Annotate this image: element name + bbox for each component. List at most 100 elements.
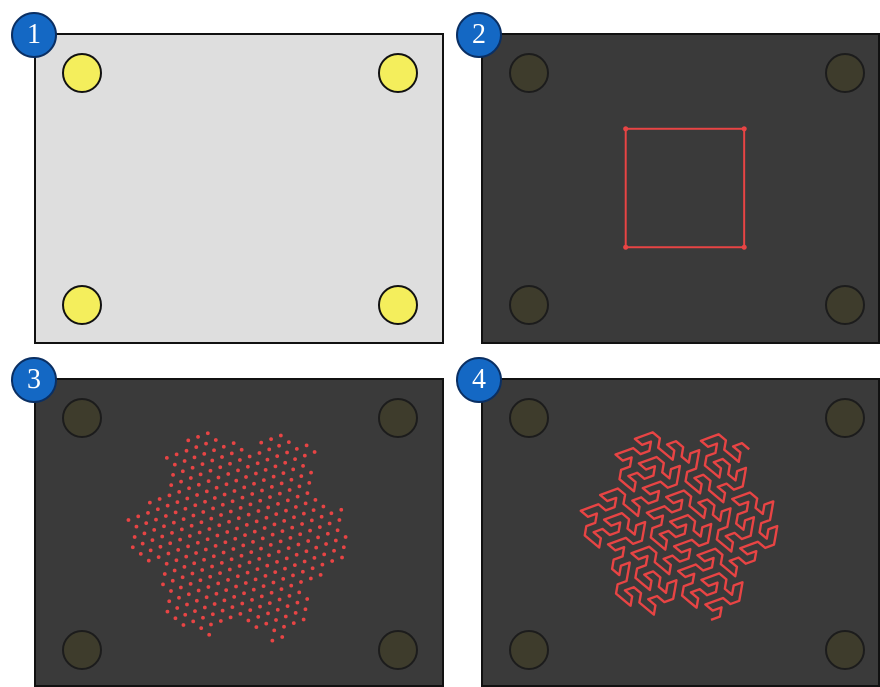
- path-dot: [195, 493, 199, 497]
- path-dot: [178, 538, 182, 542]
- path-dot: [164, 514, 168, 518]
- path-dot: [229, 510, 233, 514]
- path-dot: [212, 554, 216, 558]
- path-dot: [277, 444, 281, 448]
- path-dot: [288, 594, 292, 598]
- path-dot: [225, 530, 229, 534]
- path-dot: [189, 476, 193, 480]
- path-dot: [231, 605, 235, 609]
- path-dot: [220, 561, 224, 565]
- path-dot: [199, 472, 203, 476]
- path-dot: [284, 509, 288, 513]
- path-dot: [214, 544, 218, 548]
- path-dot: [192, 514, 196, 518]
- path-dot: [175, 558, 179, 562]
- path-dot: [209, 517, 213, 521]
- path-dot: [314, 498, 318, 502]
- path-dot: [259, 547, 263, 551]
- path-dot: [322, 505, 326, 509]
- path-dot: [231, 499, 235, 503]
- path-dot: [223, 493, 227, 497]
- path-dot: [127, 518, 131, 522]
- path-dot: [133, 535, 137, 539]
- path-dot: [274, 512, 278, 516]
- path-dot: [175, 606, 179, 610]
- path-dot: [266, 506, 270, 510]
- path-dot: [168, 494, 172, 498]
- path-dot: [218, 571, 222, 575]
- path-dot: [197, 589, 201, 593]
- path-dot: [265, 564, 269, 568]
- path-dot: [291, 468, 295, 472]
- path-dot: [163, 572, 167, 576]
- path-dot: [174, 510, 178, 514]
- path-dot: [159, 545, 163, 549]
- path-dot: [319, 573, 323, 577]
- path-dot: [182, 517, 186, 521]
- path-dot: [244, 581, 248, 585]
- path-dot: [256, 461, 260, 465]
- path-dot: [295, 447, 299, 451]
- path-dot: [271, 533, 275, 537]
- path-dot: [299, 580, 303, 584]
- step-badge-4: 4: [456, 357, 502, 403]
- path-dot: [199, 578, 203, 582]
- path-dot: [316, 535, 320, 539]
- path-dot: [184, 507, 188, 511]
- path-dot: [191, 572, 195, 576]
- path-dot: [236, 469, 240, 473]
- path-dot: [330, 511, 334, 515]
- path-dot: [266, 611, 270, 615]
- path-dot: [179, 586, 183, 590]
- path-dot: [144, 521, 148, 525]
- path-dot: [188, 534, 192, 538]
- path-dot: [248, 608, 252, 612]
- path-dot: [214, 438, 218, 442]
- path-dot: [167, 599, 171, 603]
- path-dot: [250, 598, 254, 602]
- path-dot: [320, 515, 324, 519]
- path-dot: [208, 527, 212, 531]
- path-dot: [229, 616, 233, 620]
- path-dot: [274, 618, 278, 622]
- path-dot: [238, 458, 242, 462]
- path-dot: [298, 532, 302, 536]
- path-dot: [186, 439, 190, 443]
- path-dot: [205, 595, 209, 599]
- path-dot: [179, 480, 183, 484]
- path-dot: [180, 527, 184, 531]
- path-dot: [286, 604, 290, 608]
- registration-circle-bottom-left: [62, 285, 102, 325]
- path-dot: [314, 546, 318, 550]
- path-dot: [151, 538, 155, 542]
- path-dot: [306, 539, 310, 543]
- path-dot: [283, 567, 287, 571]
- path-dot: [202, 452, 206, 456]
- path-dot: [206, 537, 210, 541]
- path-dot: [324, 542, 328, 546]
- path-dot: [198, 531, 202, 535]
- path-dot: [194, 551, 198, 555]
- path-dot: [273, 570, 277, 574]
- path-dot: [143, 532, 147, 536]
- path-dot: [268, 601, 272, 605]
- path-dot: [292, 621, 296, 625]
- path-dot: [309, 577, 313, 581]
- path-dot: [193, 503, 197, 507]
- path-dot: [340, 556, 344, 560]
- path-dot: [135, 525, 139, 529]
- path-dot: [228, 462, 232, 466]
- path-dot: [254, 472, 258, 476]
- path-dot: [213, 496, 217, 500]
- path-dot: [342, 545, 346, 549]
- path-dot: [158, 497, 162, 501]
- path-dot: [344, 535, 348, 539]
- path-dot: [185, 497, 189, 501]
- path-dot: [131, 545, 135, 549]
- path-dot: [170, 531, 174, 535]
- path-dot: [202, 558, 206, 562]
- path-dot: [280, 587, 284, 591]
- path-dot: [287, 440, 291, 444]
- path-dot: [257, 557, 261, 561]
- path-dot: [256, 567, 260, 571]
